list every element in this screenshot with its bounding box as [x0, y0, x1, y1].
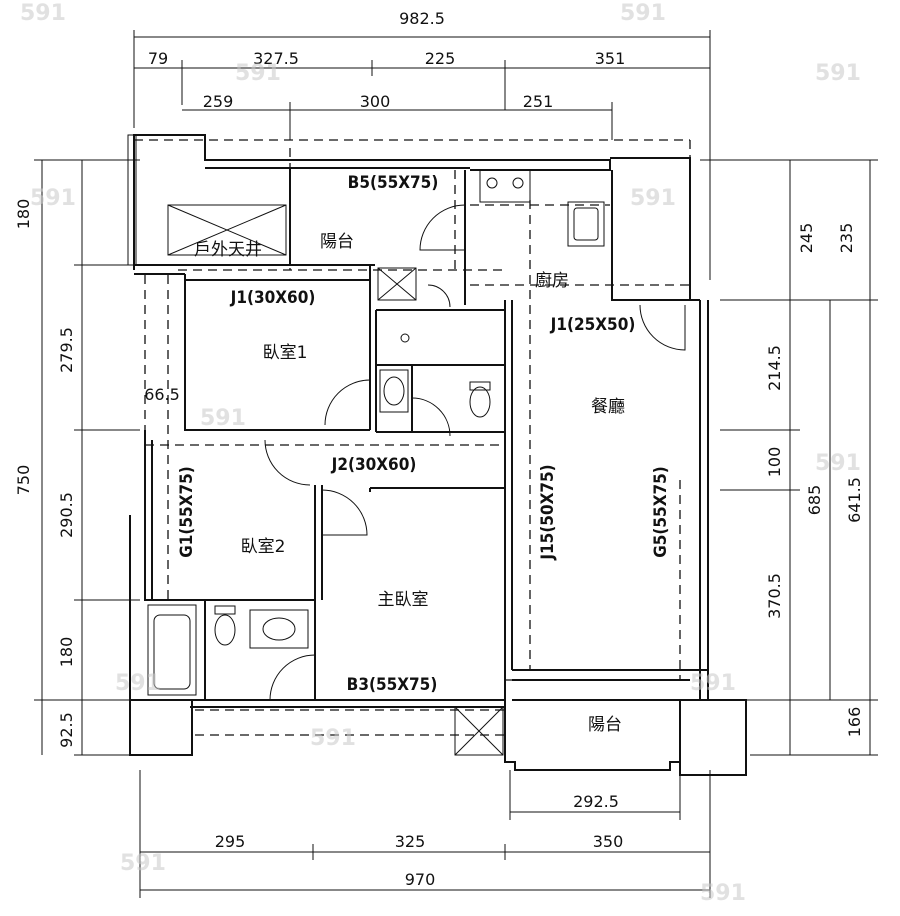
beam-j1-right: J1(25X50): [550, 315, 636, 335]
dim-right-2145: 214.5: [765, 345, 784, 391]
watermark-4: 591: [815, 61, 861, 86]
dim-top-4: 351: [595, 49, 626, 68]
dim-bottom-350: 350: [593, 832, 624, 851]
room-labels: 戶外天井 陽台 廚房 臥室1 餐廳 臥室2 主臥室 陽台: [194, 232, 625, 735]
room-master-bedroom: 主臥室: [378, 590, 429, 610]
beam-g5: G5(55X75): [651, 466, 671, 558]
walls: [127, 134, 747, 776]
room-balcony-bottom: 陽台: [588, 715, 622, 735]
dim-top-1: 79: [148, 49, 168, 68]
room-bedroom1: 臥室1: [263, 343, 308, 363]
dim-left-2905: 290.5: [57, 492, 76, 538]
room-outdoor-well: 戶外天井: [194, 240, 262, 260]
dim-bottom-325: 325: [395, 832, 426, 851]
shower-icon: [400, 333, 410, 343]
dim-bottom-2925: 292.5: [573, 792, 619, 811]
watermark-3: 591: [235, 61, 281, 86]
beam-b3: B3(55X75): [347, 675, 438, 695]
watermark-7: 591: [200, 406, 246, 431]
dim-top-7: 251: [523, 92, 554, 111]
watermark-5: 591: [30, 186, 76, 211]
bathtub-icon: [147, 604, 197, 696]
watermark-6: 591: [630, 186, 676, 211]
dim-right-245: 245: [797, 223, 816, 254]
toilet-2-icon: [214, 614, 236, 646]
dim-left-180b: 180: [57, 637, 76, 668]
dim-left-180: 180: [14, 199, 33, 230]
left-dimensions: 180 279.5 66.5 750 290.5 180 92.5: [14, 159, 180, 756]
dim-top-5: 259: [203, 92, 234, 111]
dim-top-total: 982.5: [399, 9, 445, 28]
dim-bottom-295: 295: [215, 832, 246, 851]
beam-labels: B5(55X75) J1(30X60) J1(25X50) J2(30X60) …: [177, 173, 671, 695]
dim-right-685: 685: [805, 485, 824, 516]
dim-left-925: 92.5: [57, 712, 76, 748]
dim-right-235: 235: [837, 223, 856, 254]
room-dining: 餐廳: [591, 397, 625, 417]
dim-left-750: 750: [14, 465, 33, 496]
watermark-1: 591: [20, 1, 66, 26]
dim-right-6415: 641.5: [845, 477, 864, 523]
beam-j2: J2(30X60): [331, 455, 417, 475]
dim-top-2: 327.5: [253, 49, 299, 68]
dim-bottom-total: 970: [405, 870, 436, 889]
watermark-2: 591: [620, 1, 666, 26]
beam-g1: G1(55X75): [177, 466, 197, 558]
room-bedroom2: 臥室2: [241, 537, 286, 557]
dim-top-6: 300: [360, 92, 391, 111]
watermark-9: 591: [115, 671, 161, 696]
beam-j15: J15(50X75): [538, 464, 558, 560]
watermark-12: 591: [120, 851, 166, 876]
watermark-11: 591: [310, 726, 356, 751]
doors: [264, 204, 686, 701]
right-dimensions: 245 235 214.5 100 685 641.5 370.5 166: [700, 159, 878, 756]
sink-icon: [567, 201, 605, 247]
room-kitchen: 廚房: [535, 270, 569, 291]
stove-icon: [479, 169, 531, 203]
watermarks: 591 591 591 591 591 591 591 591 591 591 …: [20, 1, 861, 906]
washbasin-2-icon: [249, 609, 309, 649]
watermark-13: 591: [700, 881, 746, 906]
bottom-dimensions: 292.5 295 325 350 970: [139, 770, 711, 898]
dim-right-3705: 370.5: [765, 573, 784, 619]
beam-lines: [134, 139, 691, 736]
room-balcony-top: 陽台: [320, 232, 354, 252]
dim-left-665: 66.5: [144, 385, 180, 404]
fixtures: [147, 169, 605, 696]
dim-left-2795: 279.5: [57, 327, 76, 373]
washbasin-icon: [379, 369, 409, 413]
watermark-8: 591: [815, 451, 861, 476]
beam-j1-left: J1(30X60): [230, 288, 316, 308]
top-dimensions: 982.5 79 327.5 225 351 259 300 251: [133, 9, 711, 280]
dim-top-3: 225: [425, 49, 456, 68]
beam-b5: B5(55X75): [348, 173, 439, 193]
toilet-icon: [469, 386, 491, 418]
watermark-10: 591: [690, 671, 736, 696]
dim-right-166: 166: [845, 707, 864, 738]
dim-right-100: 100: [765, 447, 784, 478]
